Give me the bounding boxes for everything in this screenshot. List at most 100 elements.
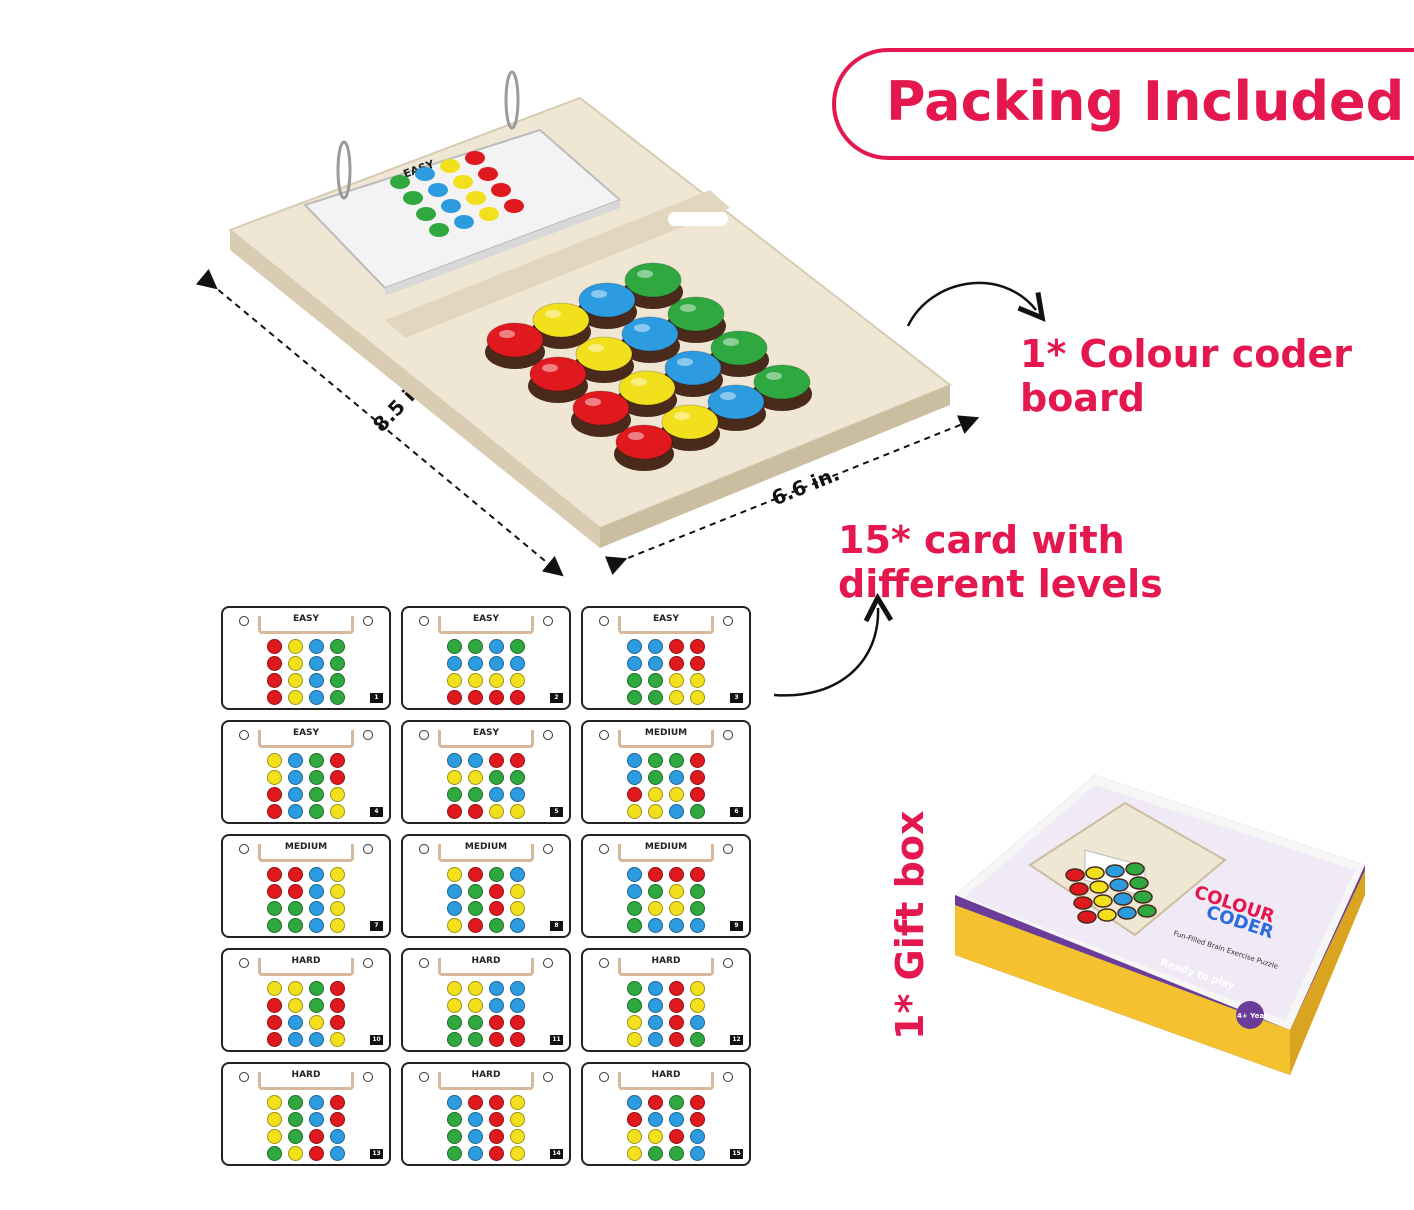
color-dot (627, 804, 642, 819)
card-level: MEDIUM (644, 842, 688, 852)
color-dot (330, 1112, 345, 1127)
card-dot-grid (627, 753, 705, 819)
card-number: 2 (550, 693, 563, 703)
color-dot (627, 639, 642, 654)
color-dot (330, 770, 345, 785)
color-dot (288, 1129, 303, 1144)
card-level: HARD (471, 1070, 501, 1080)
gift-peg (1129, 876, 1149, 890)
color-dot (510, 1015, 525, 1030)
card-number: 13 (370, 1149, 383, 1159)
color-dot (510, 1129, 525, 1144)
color-dot (309, 867, 324, 882)
color-dot (288, 656, 303, 671)
peg-highlight (499, 330, 515, 338)
color-dot (288, 1032, 303, 1047)
color-dot (447, 998, 462, 1013)
card-hole (419, 1072, 429, 1082)
color-dot (669, 918, 684, 933)
card-number: 10 (370, 1035, 383, 1045)
color-dot (648, 639, 663, 654)
color-dot (288, 1095, 303, 1110)
color-dot (468, 787, 483, 802)
board-card-dot (415, 167, 435, 181)
color-dot (447, 867, 462, 882)
color-dot (669, 639, 684, 654)
color-dot (267, 673, 282, 688)
color-dot (510, 673, 525, 688)
color-dot (690, 981, 705, 996)
color-dot (690, 1129, 705, 1144)
color-dot (288, 1015, 303, 1030)
color-dot (627, 901, 642, 916)
peg (664, 350, 722, 386)
peg-highlight (674, 412, 690, 420)
color-dot (447, 918, 462, 933)
board-card-dot (390, 175, 410, 189)
color-dot (627, 1146, 642, 1161)
gift-peg (1065, 868, 1085, 882)
color-dot (627, 1032, 642, 1047)
color-dot (489, 804, 504, 819)
card-tab (618, 730, 714, 748)
color-dot (648, 901, 663, 916)
card-dot-grid (447, 1095, 525, 1161)
card-hole (543, 844, 553, 854)
peg-highlight (766, 372, 782, 380)
color-dot (510, 1112, 525, 1127)
peg (624, 262, 682, 298)
card-number: 15 (730, 1149, 743, 1159)
color-dot (648, 981, 663, 996)
peg (578, 282, 636, 318)
color-dot (627, 753, 642, 768)
card-hole (363, 958, 373, 968)
color-dot (489, 981, 504, 996)
gift-peg (1105, 864, 1125, 878)
color-dot (468, 639, 483, 654)
card-tab (618, 1072, 714, 1090)
color-dot (690, 753, 705, 768)
color-dot (288, 981, 303, 996)
board-card-dot (403, 191, 423, 205)
gift-peg (1069, 882, 1089, 896)
color-dot (468, 656, 483, 671)
color-dot (489, 656, 504, 671)
color-dot (510, 639, 525, 654)
card-tab (258, 616, 354, 634)
color-dot (468, 1129, 483, 1144)
color-dot (690, 656, 705, 671)
color-dot (309, 918, 324, 933)
card-tab (618, 616, 714, 634)
color-dot (330, 753, 345, 768)
board-card-dot (466, 191, 486, 205)
color-dot (330, 1015, 345, 1030)
color-dot (690, 1146, 705, 1161)
color-dot (267, 656, 282, 671)
gift-peg (1137, 904, 1157, 918)
card-hole (419, 616, 429, 626)
color-dot (648, 787, 663, 802)
color-dot (468, 1032, 483, 1047)
card-hole (723, 730, 733, 740)
color-dot (489, 639, 504, 654)
card-dot-grid (267, 1095, 345, 1161)
board-card-dot (441, 199, 461, 213)
gift-peg (1117, 906, 1137, 920)
color-dot (468, 1095, 483, 1110)
peg-highlight (585, 398, 601, 406)
color-dot (669, 1146, 684, 1161)
peg-highlight (591, 290, 607, 298)
color-dot (648, 998, 663, 1013)
color-dot (468, 753, 483, 768)
gift-peg (1077, 910, 1097, 924)
card-number: 14 (550, 1149, 563, 1159)
card-level: HARD (291, 956, 321, 966)
card-dot-grid (447, 753, 525, 819)
color-dot (648, 1095, 663, 1110)
card-hole (543, 958, 553, 968)
card-dot-grid (267, 981, 345, 1047)
color-dot (330, 1032, 345, 1047)
color-dot (669, 690, 684, 705)
